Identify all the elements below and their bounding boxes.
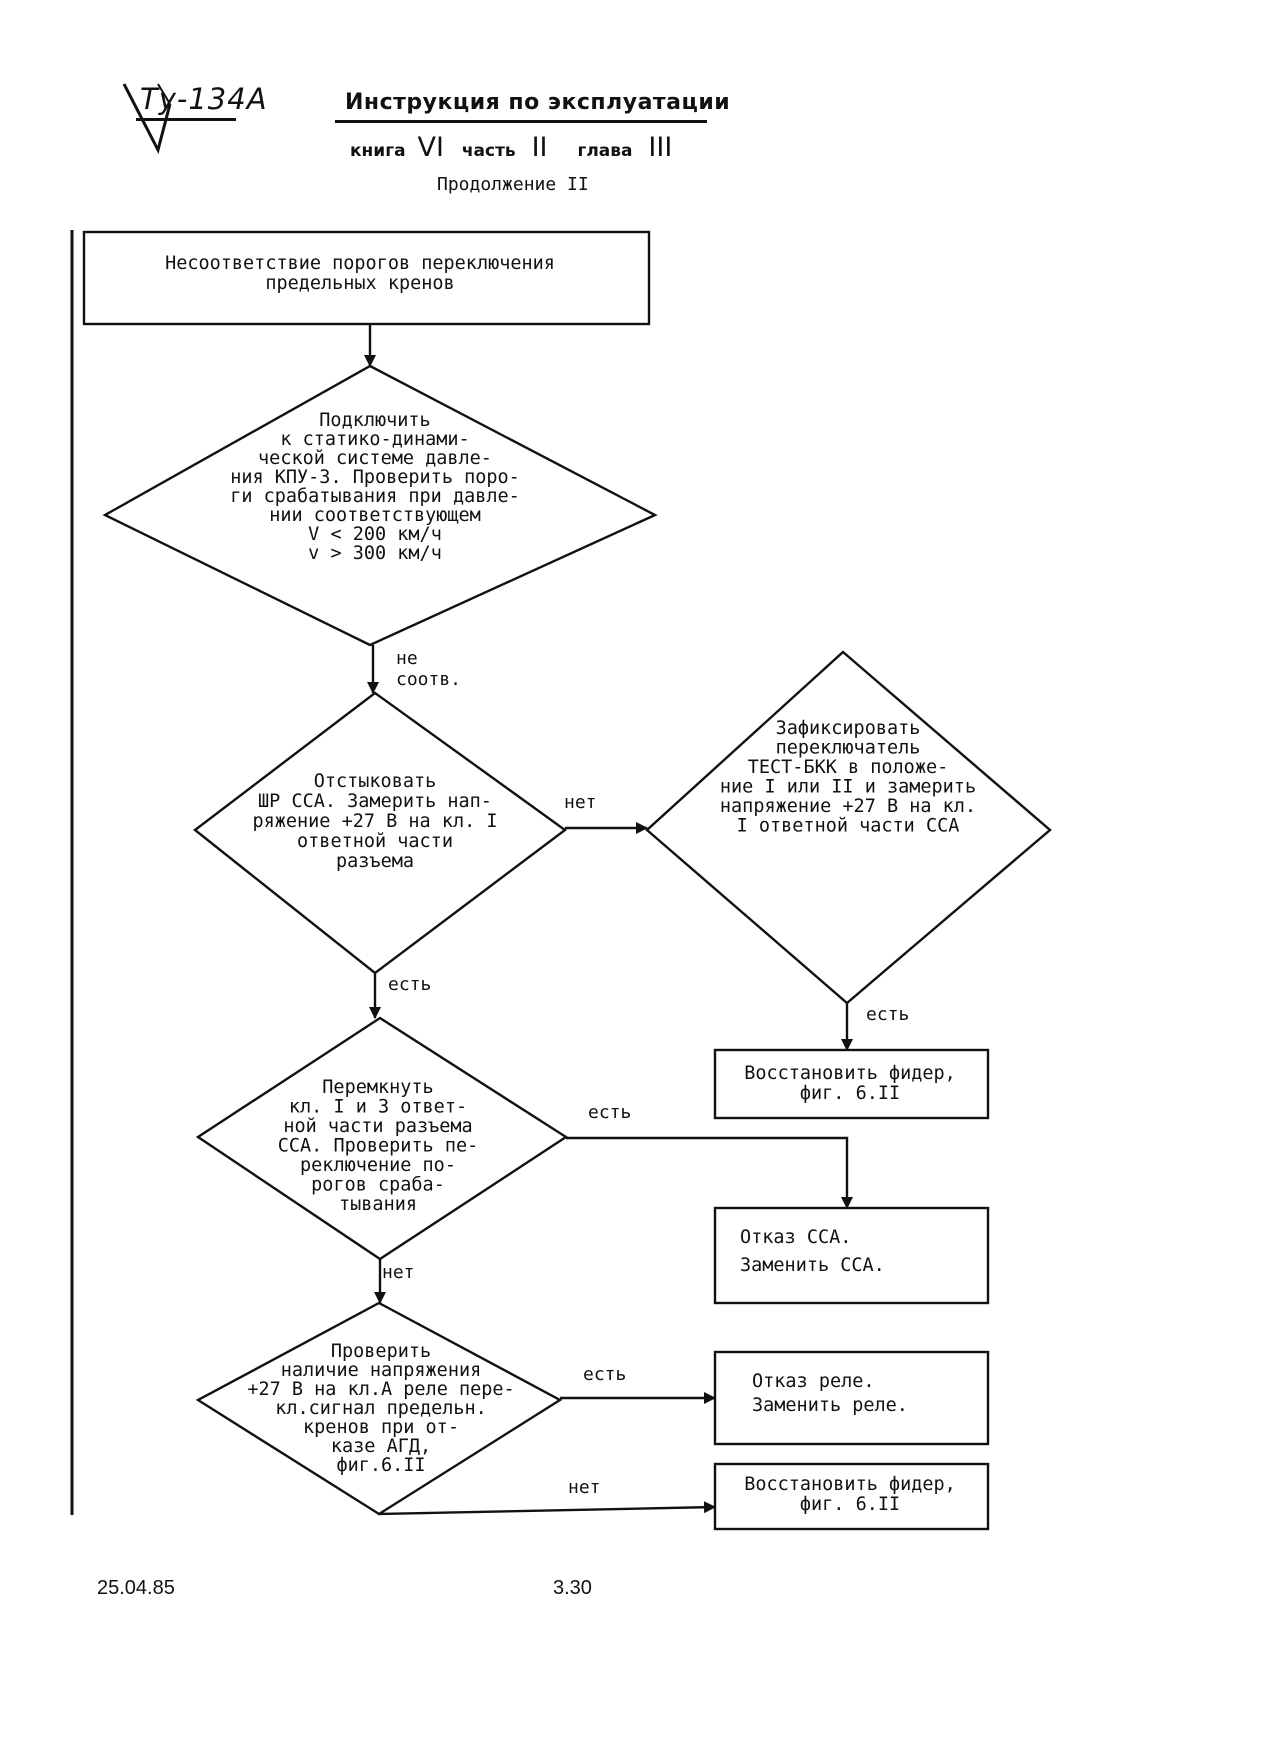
fix-switch-line: ние I или II и замерить: [720, 777, 976, 798]
fix-switch-line: переключатель: [776, 738, 921, 759]
footer-date: 25.04.85: [97, 1577, 175, 1599]
manual-title: Инструкция по эксплуатации: [345, 90, 731, 115]
check-voltage-line: казе АГД,: [331, 1436, 431, 1457]
start-box: [82, 230, 651, 326]
connect-check-line: к статико-динами-: [280, 429, 469, 450]
connect-check-line: ги срабатывания при давле-: [230, 486, 520, 507]
label-no-3: нет: [568, 1477, 601, 1498]
restore-feeder-2-text: Восстановить фидер,фиг. 6.II: [744, 1474, 956, 1515]
disconnect-line: Отстыковать: [314, 771, 437, 792]
connect-check-line: ческой системе давле-: [258, 448, 492, 469]
relay-fail-line: Отказ реле.: [752, 1371, 875, 1392]
continuation-note: Продолжение II: [437, 174, 589, 195]
connect-check-line: Подключить: [319, 410, 430, 431]
label-yes-1: есть: [388, 974, 431, 995]
label-no-2: нет: [382, 1262, 415, 1283]
start-box-line: Несоответствие порогов переключения: [165, 253, 555, 274]
jumper-line: Перемкнуть: [322, 1077, 433, 1098]
title-underline: [335, 120, 707, 123]
connect-check-line: нии соответствующем: [269, 505, 481, 526]
chapter-number: III: [648, 132, 673, 163]
aircraft-logo: Ту-134А: [118, 80, 278, 155]
jumper-line: рогов сраба-: [311, 1175, 445, 1196]
relay-fail-line: Заменить реле.: [752, 1395, 908, 1416]
aircraft-logo-text: Ту-134А: [140, 82, 268, 116]
restore-feeder-2-box: [713, 1462, 990, 1531]
label-no-1: нет: [564, 792, 597, 813]
fix-switch-line: ТЕСТ-БКК в положе-: [748, 757, 948, 778]
check-voltage-line: кренов при от-: [303, 1417, 459, 1438]
disconnect-line: ряжение +27 В на кл. I: [252, 811, 497, 832]
check-voltage-line: Проверить: [331, 1341, 431, 1362]
ssa-fail-line: Заменить ССА.: [740, 1255, 885, 1276]
label-not-match-line: соотв.: [396, 669, 461, 690]
label-yes-2: есть: [866, 1004, 909, 1025]
jumper-line: ССА. Проверить пе-: [278, 1136, 478, 1157]
connect-check-diamond: [102, 364, 658, 647]
check-voltage-line: наличие напряжения: [281, 1360, 481, 1381]
label-not-match-line: не: [396, 648, 418, 669]
arrow-check-voltage-to-restore: [378, 1501, 716, 1516]
label-yes-4: есть: [583, 1364, 626, 1385]
check-voltage-line: кл.сигнал предельн.: [275, 1398, 487, 1419]
check-voltage-line: +27 В на кл.А реле пере-: [247, 1379, 514, 1400]
jumper-line: реключение по-: [300, 1155, 456, 1176]
jumper-line: кл. I и 3 ответ-: [289, 1097, 467, 1118]
restore-feeder-2-line: фиг. 6.II: [800, 1494, 900, 1515]
connect-check-line: V < 200 км/ч: [308, 524, 442, 545]
disconnect-line: разъема: [336, 851, 414, 872]
part-label: часть: [461, 141, 516, 161]
jumper-line: ной части разъема: [283, 1116, 472, 1137]
start-box-line: предельных кренов: [265, 273, 454, 294]
restore-feeder-1-text: Восстановить фидер,фиг. 6.II: [744, 1063, 956, 1104]
label-yes-3: есть: [588, 1102, 631, 1123]
chapter-label: глава: [577, 141, 633, 161]
relay-fail-text: Отказ реле. Заменить реле.: [752, 1371, 908, 1416]
connect-check-line: v > 300 км/ч: [308, 543, 442, 564]
part-number: II: [531, 132, 548, 163]
book-number: VI: [417, 132, 444, 163]
fix-switch-line: I ответной части ССА: [737, 816, 960, 837]
connect-check-line: ния КПУ-3. Проверить поро-: [230, 467, 520, 488]
restore-feeder-2-line: Восстановить фидер,: [744, 1474, 956, 1495]
check-voltage-line: фиг.6.II: [336, 1455, 425, 1476]
disconnect-line: ШР ССА. Замерить нап-: [258, 791, 492, 812]
restore-feeder-1-line: Восстановить фидер,: [744, 1063, 956, 1084]
ssa-fail-line: Отказ ССА.: [740, 1227, 851, 1248]
page-number: 3.30: [553, 1577, 592, 1599]
ssa-fail-text: Отказ ССА. Заменить ССА.: [740, 1227, 885, 1276]
jumper-line: тывания: [339, 1194, 417, 1215]
book-label: книга: [350, 141, 406, 161]
logo-underline: [136, 118, 236, 121]
book-part-chapter: книга VI часть II глава III: [350, 132, 672, 163]
fix-switch-line: напряжение +27 В на кл.: [720, 796, 976, 817]
arrow-jumper-to-ssa-fail: [566, 1136, 853, 1209]
restore-feeder-1-line: фиг. 6.II: [800, 1083, 900, 1104]
disconnect-line: ответной части: [297, 831, 453, 852]
fix-switch-line: Зафиксировать: [776, 718, 921, 739]
